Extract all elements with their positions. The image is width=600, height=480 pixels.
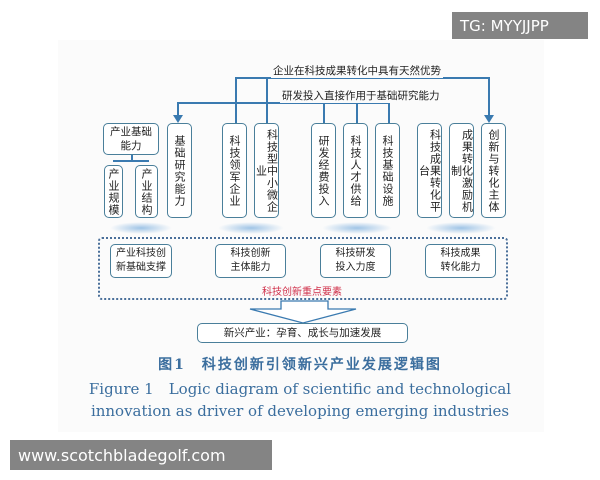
down-arrow-icon bbox=[249, 300, 357, 324]
box-incentive-mechanism: 成果转化激励机制 bbox=[449, 123, 474, 218]
caption-english-line2: innovation as driver of developing emerg… bbox=[90, 402, 510, 420]
connector-line bbox=[488, 77, 490, 117]
box-industrial-base: 产业基础能力 bbox=[103, 123, 159, 155]
down-arrow-glow bbox=[322, 222, 392, 234]
box-basic-research: 基础研究能力 bbox=[167, 123, 192, 218]
caption-chinese: 图1 科技创新引领新兴产业发展逻辑图 bbox=[158, 357, 442, 373]
key-element-box: 产业科技创新基础支撑 bbox=[110, 244, 172, 278]
box-sme: 科技型中小微企业 bbox=[254, 123, 279, 218]
box-innovation-subject: 创新与转化主体 bbox=[481, 123, 506, 218]
watermark-bottom-left: www.scotchbladegolf.com bbox=[10, 440, 272, 470]
connector-line bbox=[388, 102, 390, 123]
key-element-box: 科技创新主体能力 bbox=[215, 244, 286, 278]
outcome-box: 新兴产业：孕育、成长与加速发展 bbox=[197, 323, 408, 343]
connector-line bbox=[323, 102, 325, 123]
box-leading-enterprises: 科技领军企业 bbox=[222, 123, 247, 218]
key-element-box: 科技成果转化能力 bbox=[425, 244, 496, 278]
key-elements-group bbox=[98, 237, 508, 300]
key-elements-label: 科技创新重点要素 bbox=[262, 287, 342, 298]
connector-line bbox=[356, 102, 358, 123]
down-arrow-glow bbox=[426, 222, 496, 234]
caption-english-line1: Figure 1 Logic diagram of scientific and… bbox=[88, 380, 512, 398]
connector-line bbox=[131, 155, 133, 161]
connector-line bbox=[177, 102, 179, 116]
box-transfer-platform: 科技成果转化平台 bbox=[417, 123, 442, 218]
down-arrow-glow bbox=[110, 222, 172, 234]
box-talent-supply: 科技人才供给 bbox=[343, 123, 368, 218]
arrowhead-icon bbox=[173, 115, 183, 123]
connector-line bbox=[235, 77, 237, 123]
watermark-top-right: TG: MYYJJPP bbox=[452, 12, 588, 39]
box-infrastructure: 科技基础设施 bbox=[375, 123, 400, 218]
key-element-box: 科技研发投入力度 bbox=[320, 244, 391, 278]
arrow-label-top: 企业在科技成果转化中具有天然优势 bbox=[271, 63, 443, 78]
box-industrial-scale: 产业规模 bbox=[104, 165, 123, 218]
box-industrial-structure: 产业结构 bbox=[135, 165, 158, 218]
box-rd-funding: 研发经费投入 bbox=[311, 123, 336, 218]
down-arrow-glow bbox=[218, 222, 284, 234]
arrow-label-second: 研发投入直接作用于基础研究能力 bbox=[280, 88, 442, 103]
connector-line bbox=[266, 77, 268, 123]
arrowhead-icon bbox=[484, 115, 494, 123]
figure-background bbox=[58, 40, 544, 432]
